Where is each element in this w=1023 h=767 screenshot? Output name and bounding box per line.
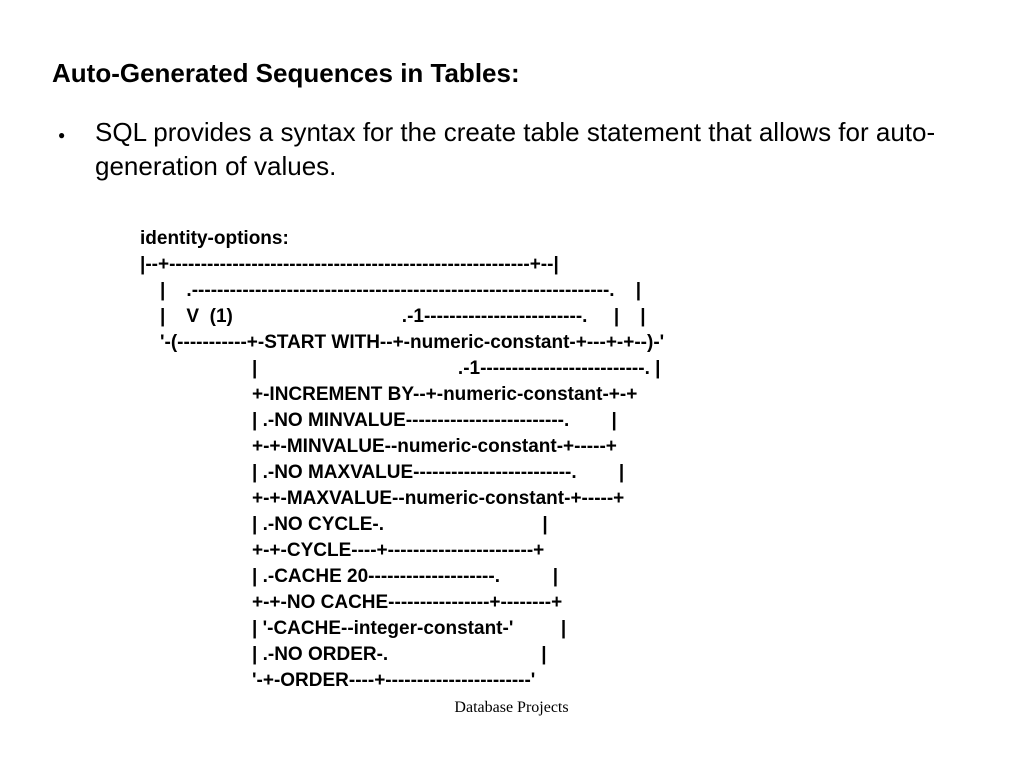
diagram-line: |--+------------------------------------… — [140, 254, 559, 275]
diagram-line: | .-NO ORDER-. | — [252, 644, 547, 665]
diagram-line: +-+-CYCLE----+-----------------------+ — [252, 540, 545, 561]
diagram-line: | .-CACHE 20--------------------. | — [252, 566, 559, 587]
diagram-heading: identity-options: — [140, 228, 289, 249]
diagram-line: | .-1--------------------------. | — [252, 358, 661, 379]
diagram-line: +-INCREMENT BY--+-numeric-constant-+-+ — [252, 384, 638, 405]
slide-title: Auto-Generated Sequences in Tables: — [52, 58, 520, 88]
diagram-line: | .-NO MAXVALUE-------------------------… — [252, 462, 625, 483]
diagram-line: | '-CACHE--integer-constant-' | — [252, 618, 567, 639]
diagram-line: | .-NO CYCLE-. | — [252, 514, 548, 535]
diagram-line: '-(-----------+-START WITH--+-numeric-co… — [160, 332, 665, 353]
diagram-line: | V (1) .-1-------------------------. | … — [160, 306, 646, 327]
bullet-icon: ● — [58, 128, 66, 142]
slide-footer: Database Projects — [454, 699, 569, 716]
diagram-line: '-+-ORDER----+-----------------------' — [252, 670, 536, 691]
bullet-text: SQL provides a syntax for the create tab… — [95, 117, 936, 181]
diagram-line: +-+-NO CACHE----------------+--------+ — [252, 592, 563, 613]
diagram-line: | .-------------------------------------… — [160, 280, 642, 301]
diagram-line: +-+-MAXVALUE--numeric-constant-+-----+ — [252, 488, 625, 509]
diagram-line: | .-NO MINVALUE-------------------------… — [252, 410, 617, 431]
diagram-line: +-+-MINVALUE--numeric-constant-+-----+ — [252, 436, 617, 457]
